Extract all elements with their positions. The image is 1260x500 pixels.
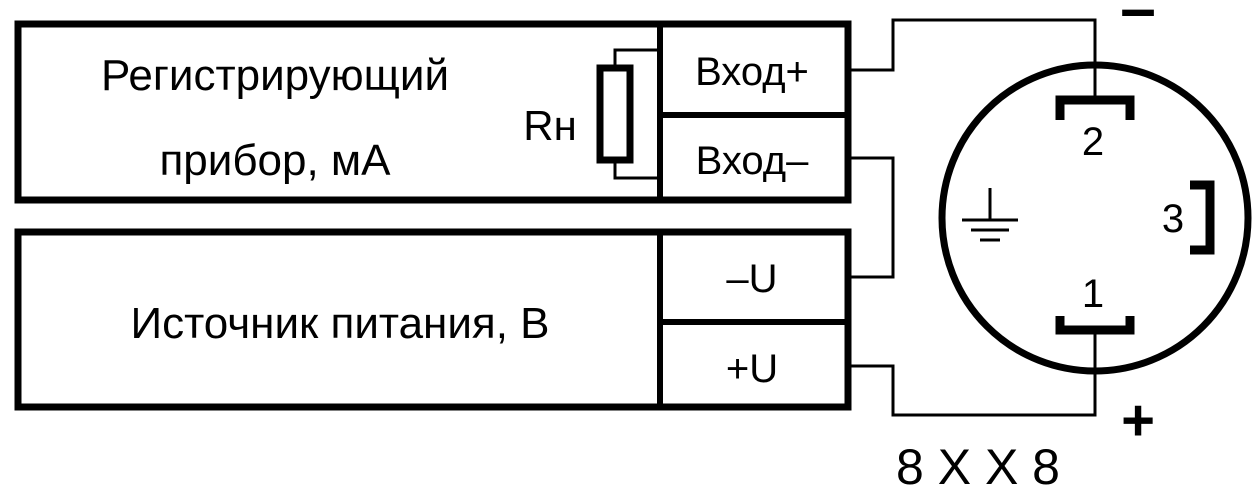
pin-1-label: 1 — [1082, 272, 1104, 316]
connector-minus-sign: – — [1120, 0, 1156, 44]
resistor-lead-top — [613, 48, 660, 68]
terminal-plus-u: +U — [726, 347, 778, 391]
recorder-title-line1: Регистрирующий — [101, 51, 449, 100]
terminal-input-minus: Вход– — [696, 139, 809, 183]
pin-3-label: 3 — [1162, 197, 1184, 241]
power-supply-block: Источник питания, В –U +U — [14, 228, 852, 411]
resistor-body — [596, 64, 634, 164]
wire-plus-u-to-pin1 — [848, 330, 1097, 417]
wires — [848, 18, 1097, 417]
wire-input-minus-to-minus-u — [848, 156, 895, 279]
pin-2-label: 2 — [1082, 120, 1104, 164]
terminal-minus-u: –U — [726, 257, 777, 301]
ground-icon — [962, 188, 1018, 242]
recorder-block: Регистрирующий прибор, мА Rн Вход+ Вход– — [14, 20, 852, 204]
load-resistor — [596, 48, 660, 180]
recorder-title-line2: прибор, мА — [159, 136, 391, 185]
connector-plus-sign: + — [1121, 388, 1155, 453]
pin-2-contact — [1055, 95, 1135, 120]
resistor-lead-bottom — [613, 160, 660, 180]
connector-body — [938, 61, 1252, 375]
connector-size-label: 8 X X 8 — [896, 439, 1060, 495]
pin-3-contact — [1190, 180, 1215, 255]
connector: 2 3 1 — [938, 61, 1252, 375]
resistor-label: Rн — [523, 102, 577, 149]
wire-input-plus-to-pin2 — [848, 18, 1097, 100]
terminal-input-plus: Вход+ — [695, 50, 809, 94]
power-supply-title: Источник питания, В — [130, 299, 549, 348]
pin-1-contact — [1055, 316, 1135, 335]
